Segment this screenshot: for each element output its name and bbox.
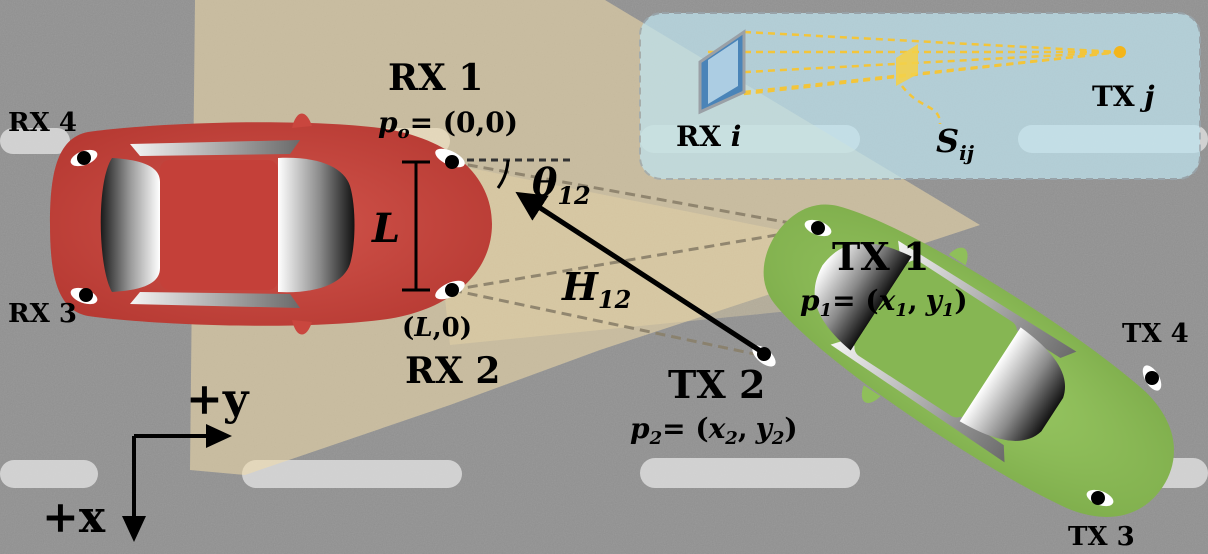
transmitter-side-window-top xyxy=(898,240,1077,358)
p1-label: p1= (x1,y1) xyxy=(800,284,968,321)
tx4-label: TX 4 xyxy=(1122,319,1189,349)
channel-h12-arrow xyxy=(515,191,764,355)
transmitter-rear-window xyxy=(959,327,1065,441)
rx3-sensor-dot xyxy=(79,288,93,302)
receiver-roof xyxy=(160,160,278,290)
coordinate-axes xyxy=(132,434,210,520)
inset-rx-label: RX i xyxy=(676,120,741,153)
transmitter-roof xyxy=(854,260,1017,418)
x-axis-arrowhead xyxy=(122,516,146,542)
transmitter-side-window-bottom xyxy=(830,340,1005,463)
y-axis-arrowhead xyxy=(206,424,232,448)
inset-panel xyxy=(639,12,1201,180)
inset-receiver-panel-face xyxy=(708,40,738,104)
tx1-label: TX 1 xyxy=(832,234,929,279)
tx4-led-dot xyxy=(1145,371,1159,385)
rx4-label: RX 4 xyxy=(8,108,77,138)
x-axis-label: +x xyxy=(42,492,106,543)
tx3-label: TX 3 xyxy=(1068,522,1135,552)
inset-sij-label: Sij xyxy=(936,122,975,165)
rx1-label: RX 1 xyxy=(388,57,483,99)
transmitter-mirror-bottom xyxy=(861,385,881,403)
tx2-label: TX 2 xyxy=(668,362,765,407)
rx2-sensor-dot xyxy=(445,283,459,297)
transmitter-mirror-top xyxy=(948,247,968,266)
receiver-side-window-top xyxy=(130,140,300,156)
theta12-label: θ12 xyxy=(532,160,591,210)
rx2-label: RX 2 xyxy=(405,350,500,392)
rx4-sensor-dot xyxy=(77,151,91,165)
sight-lines xyxy=(451,160,819,358)
inset-area-sij xyxy=(896,44,918,86)
y-axis-label: +y xyxy=(186,374,250,425)
h12-label: H12 xyxy=(561,264,631,314)
receiver-side-window-bottom xyxy=(130,292,300,308)
baseline-l-label: L xyxy=(371,205,400,252)
transmitter-car xyxy=(763,204,1174,517)
baseline-bracket xyxy=(402,160,430,292)
transmitter-windshield xyxy=(814,243,912,351)
p2-label: p2= (x2,y2) xyxy=(630,412,798,449)
inset-tx-label: TX j xyxy=(1092,80,1154,113)
receiver-car xyxy=(50,113,492,335)
receiver-mirror-bottom xyxy=(292,320,312,335)
receiver-rear-window xyxy=(100,158,160,292)
rx3-label: RX 3 xyxy=(8,299,77,329)
theta12-arc xyxy=(496,159,510,189)
tx3-led-dot xyxy=(1091,491,1105,505)
rx1-sensor-dot xyxy=(445,155,459,169)
p0-label: po= (0,0) xyxy=(378,106,518,143)
inset-transmitter-point xyxy=(1114,46,1126,58)
receiver-mirror-top xyxy=(292,113,312,128)
pl-label: (L,0) xyxy=(402,313,472,343)
tx1-led-dot xyxy=(811,221,825,235)
inset-sij-leader xyxy=(901,85,942,125)
receiver-windshield xyxy=(278,157,355,293)
